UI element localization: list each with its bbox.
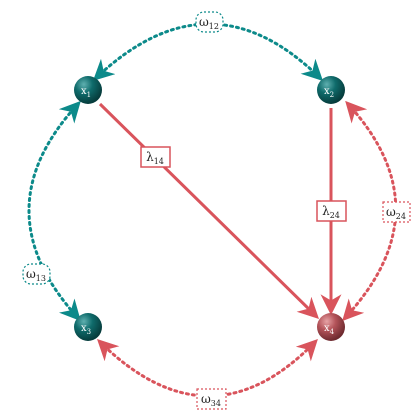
label-omega34: ω34	[196, 388, 227, 410]
svg-text:ω34: ω34	[201, 392, 221, 408]
label-omega24: ω24	[382, 201, 411, 223]
svg-text:λ24: λ24	[322, 204, 340, 220]
label-lambda14: λ14	[140, 146, 171, 168]
edge-omega12	[92, 22, 323, 81]
label-omega13: ω13	[22, 263, 51, 285]
edge-omega34	[97, 338, 318, 398]
svg-text:x4: x4	[324, 323, 335, 336]
svg-text:x2: x2	[324, 86, 334, 99]
node-x3[interactable]: x3	[74, 313, 102, 341]
label-omega12: ω12	[195, 11, 224, 33]
svg-text:λ14: λ14	[146, 150, 164, 166]
node-x1[interactable]: x1	[74, 76, 102, 104]
svg-text:ω24: ω24	[386, 205, 406, 221]
svg-text:ω13: ω13	[26, 267, 46, 283]
node-x2[interactable]: x2	[317, 76, 345, 104]
svg-text:ω12: ω12	[199, 15, 219, 31]
svg-text:x1: x1	[81, 86, 91, 99]
svg-text:x3: x3	[81, 323, 91, 336]
node-x4[interactable]: x4	[317, 313, 345, 341]
edge-lambda14	[98, 102, 319, 319]
label-lambda24: λ24	[316, 200, 347, 222]
edge-omega13	[27, 100, 81, 322]
